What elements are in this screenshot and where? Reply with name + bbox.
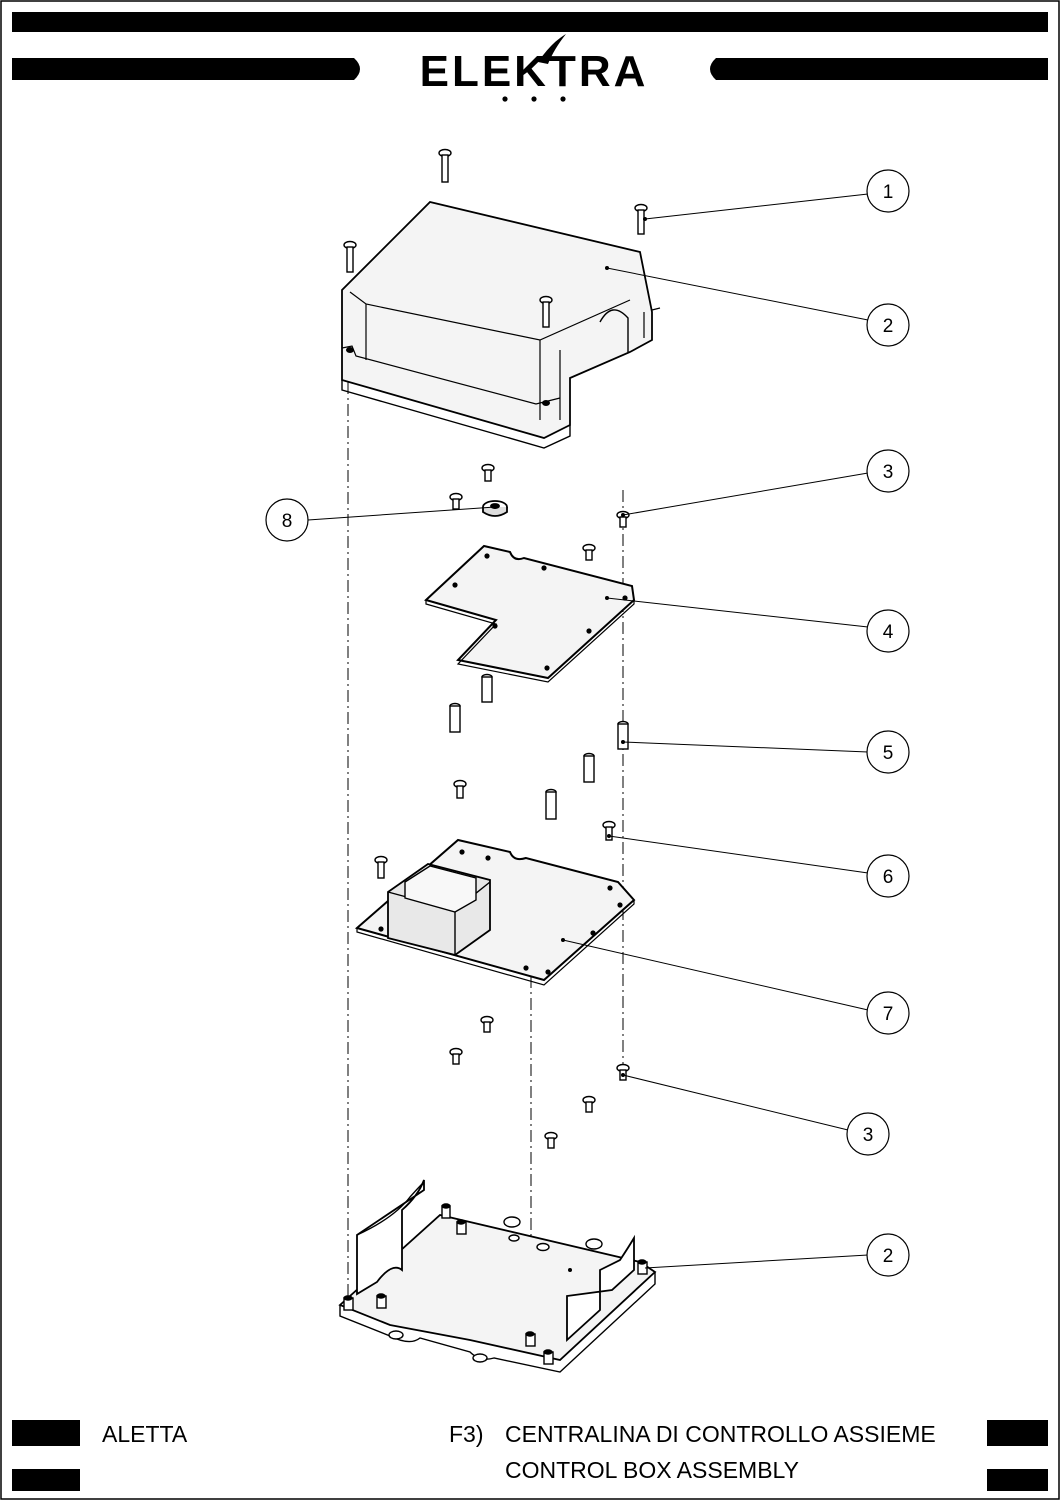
callout-number: 5 xyxy=(883,743,894,764)
spacer xyxy=(449,702,461,733)
footer-left-label: ALETTA xyxy=(102,1421,188,1447)
base-posts xyxy=(343,1203,648,1365)
base-holes xyxy=(388,1216,603,1363)
logo-dot xyxy=(502,96,508,102)
brand-logo: ELEKTRA xyxy=(420,47,649,96)
screw xyxy=(539,295,553,328)
post xyxy=(376,1293,387,1309)
callout-number: 3 xyxy=(863,1125,874,1146)
header-top-bar xyxy=(12,12,1048,32)
spacers xyxy=(449,673,629,820)
screw xyxy=(343,240,357,273)
lower-screws xyxy=(449,1015,630,1149)
logo-swoosh-icon xyxy=(538,34,566,64)
callout-number: 4 xyxy=(883,622,894,643)
callout-1: 1 xyxy=(866,169,910,213)
screw xyxy=(449,492,463,510)
callout-number: 1 xyxy=(883,182,894,203)
figure-code: F3) xyxy=(449,1421,484,1447)
callout-number: 2 xyxy=(883,316,894,337)
post xyxy=(543,1349,554,1365)
screw xyxy=(582,543,596,561)
callout-number: 8 xyxy=(282,511,293,532)
screw xyxy=(616,1063,630,1081)
callout-4: 4 xyxy=(866,609,910,653)
callouts: 1 2 3 8 4 5 6 7 xyxy=(265,169,910,1277)
screw xyxy=(438,148,452,183)
screw xyxy=(480,1015,494,1033)
post xyxy=(637,1259,648,1275)
top-cover xyxy=(341,201,661,449)
upper-board xyxy=(424,544,636,683)
footer-bar-right-top xyxy=(987,1420,1048,1446)
footer-bars xyxy=(12,1420,1048,1491)
footer-bar-right-bottom xyxy=(987,1469,1048,1491)
screw xyxy=(374,855,388,879)
post xyxy=(525,1331,536,1347)
spacer xyxy=(617,720,629,750)
title-english: CONTROL BOX ASSEMBLY xyxy=(505,1457,799,1483)
callout-6: 6 xyxy=(866,854,910,898)
transformer xyxy=(387,863,491,956)
spacer xyxy=(583,752,595,783)
title-italian: CENTRALINA DI CONTROLLO ASSIEME xyxy=(505,1421,936,1447)
callout-number: 3 xyxy=(883,462,894,483)
screw xyxy=(544,1131,558,1149)
callout-2-lower: 2 xyxy=(866,1233,910,1277)
callout-7: 7 xyxy=(866,991,910,1035)
cover-screws xyxy=(343,148,648,328)
screw xyxy=(481,463,495,482)
screw xyxy=(582,1095,596,1113)
screw xyxy=(602,820,616,841)
footer-bar-left-top xyxy=(12,1420,80,1446)
logo-dot xyxy=(560,96,566,102)
post xyxy=(343,1295,354,1311)
screw xyxy=(449,1047,463,1065)
logo-dot xyxy=(531,96,537,102)
spacer xyxy=(481,673,493,703)
callout-8: 8 xyxy=(265,498,309,542)
leader-dots xyxy=(493,217,647,1272)
assembly xyxy=(307,148,869,1373)
callout-number: 6 xyxy=(883,867,894,888)
header-left-bar xyxy=(12,58,360,80)
post xyxy=(441,1203,451,1219)
leader-lines xyxy=(307,193,869,1269)
screw xyxy=(453,779,467,799)
callout-5: 5 xyxy=(866,730,910,774)
header: ELEKTRA xyxy=(12,12,1048,102)
callout-3: 3 xyxy=(866,449,910,493)
post xyxy=(456,1219,467,1235)
spacer xyxy=(545,788,557,820)
callout-number: 2 xyxy=(883,1246,894,1267)
callout-number: 7 xyxy=(883,1004,894,1025)
callout-2: 2 xyxy=(866,303,910,347)
header-right-bar xyxy=(710,58,1048,80)
callout-3-lower: 3 xyxy=(846,1112,890,1156)
base xyxy=(338,1179,657,1373)
footer-bar-left-bottom xyxy=(12,1469,80,1491)
screw xyxy=(634,203,648,235)
